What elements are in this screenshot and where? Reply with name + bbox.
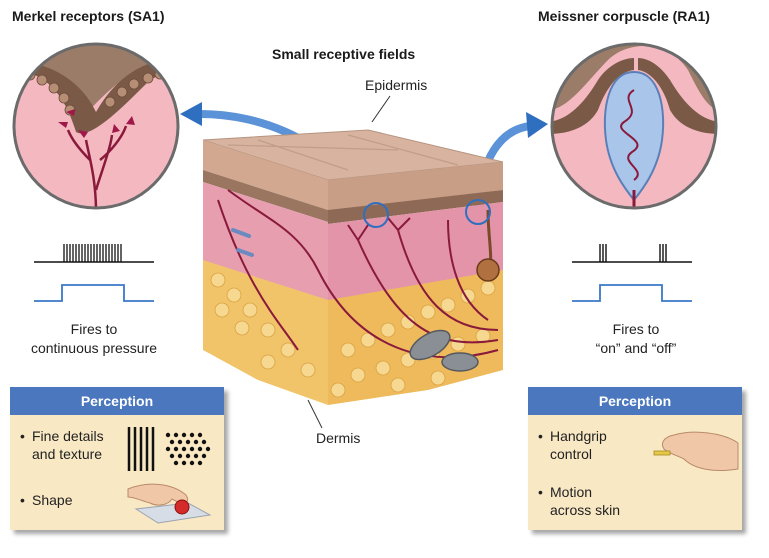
epidermis-label: Epidermis <box>365 77 428 93</box>
merkel-item2-line1: Shape <box>32 492 73 508</box>
merkel-perception-item-texture: • Fine details and texture <box>20 428 104 462</box>
meissner-firing-line1: Fires to <box>612 321 660 337</box>
meissner-perception-item-handgrip: • Handgrip control <box>538 428 607 462</box>
meissner-firing-caption: Fires to “on” and “off” <box>556 320 716 358</box>
merkel-item1-line1: Fine details <box>32 428 104 444</box>
hand-grip-icon <box>653 431 739 472</box>
merkel-stimulus-trace <box>34 284 154 302</box>
meissner-item2-line1: Motion <box>550 484 593 500</box>
merkel-title: Merkel receptors (SA1) <box>12 8 165 24</box>
meissner-item2-line2: across skin <box>550 502 621 518</box>
meissner-item1-line1: Handgrip <box>550 428 607 444</box>
dot-pattern-icon <box>165 432 211 466</box>
merkel-spike-train <box>34 244 154 263</box>
merkel-firing-line2: continuous pressure <box>30 340 158 356</box>
merkel-perception-header: Perception <box>10 387 224 415</box>
grating-icon <box>127 427 155 471</box>
meissner-firing-line2: “on” and “off” <box>595 340 677 356</box>
meissner-perception-item-motion: • Motion across skin <box>538 484 621 518</box>
merkel-item1-line2: and texture <box>32 446 103 462</box>
merkel-perception-panel: Perception • Fine details and texture • … <box>10 387 224 530</box>
meissner-title: Meissner corpuscle (RA1) <box>538 8 710 24</box>
merkel-firing-line1: Fires to <box>70 321 118 337</box>
meissner-stimulus-trace <box>572 284 692 302</box>
meissner-magnified-view <box>550 42 718 210</box>
hand-holding-ball-icon <box>127 483 212 524</box>
merkel-perception-item-shape: • Shape <box>20 492 73 508</box>
meissner-perception-panel: Perception • Handgrip control • Motion a… <box>528 387 742 530</box>
receptive-fields-title: Small receptive fields <box>272 46 416 62</box>
meissner-spike-train <box>572 244 692 263</box>
merkel-firing-caption: Fires to continuous pressure <box>14 320 174 358</box>
dermis-leader <box>307 399 323 429</box>
merkel-magnified-view <box>12 42 180 210</box>
skin-cross-section <box>202 129 504 405</box>
dermis-label: Dermis <box>316 430 361 446</box>
meissner-item1-line2: control <box>550 446 593 462</box>
epidermis-leader <box>371 95 391 123</box>
meissner-perception-header: Perception <box>528 387 742 415</box>
